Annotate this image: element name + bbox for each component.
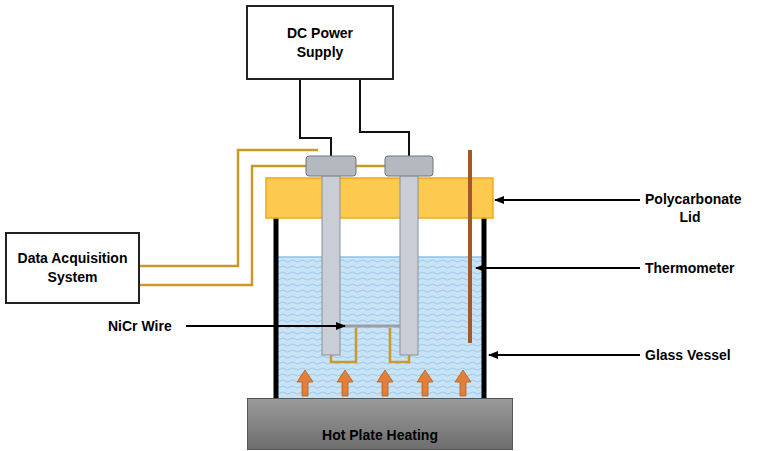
leader-line	[489, 354, 640, 356]
power-wire	[360, 80, 409, 157]
node-text: DC Power Supply	[265, 24, 375, 62]
power-wire	[300, 80, 331, 157]
thermometer	[468, 150, 472, 343]
nicr-wire	[340, 325, 400, 328]
part-label: Polycarbonate Lid	[645, 190, 735, 226]
leader-line	[476, 267, 640, 269]
leader-line	[495, 199, 640, 201]
sense-lead	[390, 328, 409, 362]
power-supply-box: DC Power Supply	[246, 5, 394, 80]
daq-box: Data Acquisition System	[5, 232, 140, 304]
part-label: NiCr Wire	[108, 317, 172, 335]
leader-line	[186, 325, 345, 327]
part-label: Thermometer	[645, 259, 734, 277]
node-text: Data Acquisition System	[18, 249, 128, 287]
water-ripples	[276, 257, 484, 398]
glass-vessel	[276, 218, 484, 398]
hot-plate: Hot Plate Heating	[247, 398, 513, 450]
terminal-cap	[385, 156, 433, 176]
daq-wire	[140, 166, 402, 285]
heat-arrows	[297, 370, 471, 396]
node-text: Hot Plate Heating	[322, 427, 438, 443]
terminal-cap	[306, 156, 356, 176]
daq-wire	[140, 150, 318, 266]
part-label: Glass Vessel	[645, 346, 731, 364]
electrode-rod	[400, 165, 418, 355]
water	[276, 257, 484, 398]
polycarbonate-lid	[266, 178, 493, 218]
sense-lead	[331, 328, 356, 362]
